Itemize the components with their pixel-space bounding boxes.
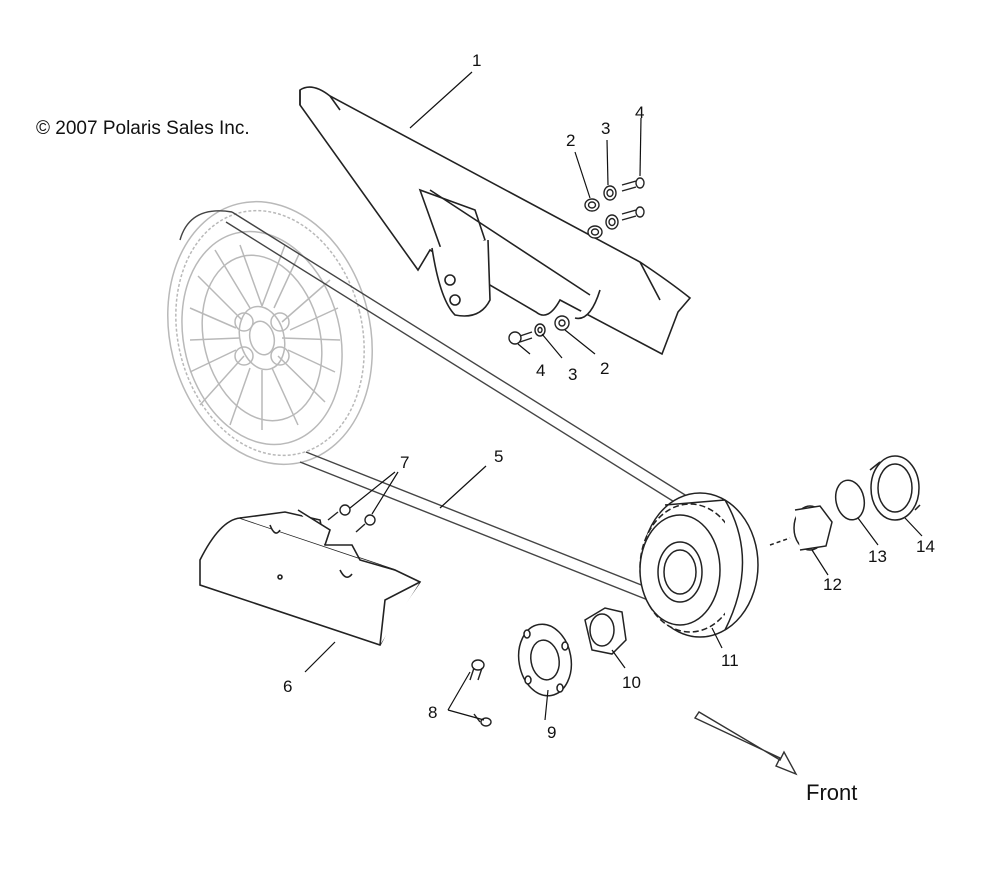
- seals-and-spacer: [769, 455, 921, 551]
- callout-4: 4: [635, 103, 644, 122]
- callout-numbers: 1 2 3 4 4 3 2 5 6 7 8 9 10 11 12 13 14: [283, 51, 935, 742]
- lower-fasteners: [508, 315, 570, 345]
- callout-leaders: [304, 71, 923, 721]
- callout-2-lower: 2: [600, 359, 609, 378]
- rear-wheel-pulley: [167, 200, 373, 466]
- callout-13: 13: [868, 547, 887, 566]
- callout-3-lower: 3: [568, 365, 577, 384]
- callout-1: 1: [472, 51, 481, 70]
- callout-4-lower: 4: [536, 361, 545, 380]
- upper-fasteners: [584, 177, 645, 239]
- retainer-plate-and-nut: [517, 607, 627, 697]
- belt-guard: [299, 86, 692, 356]
- callout-10: 10: [622, 673, 641, 692]
- callout-2: 2: [566, 131, 575, 150]
- lower-belt-guard: [199, 509, 422, 646]
- callout-3: 3: [601, 119, 610, 138]
- callout-14: 14: [916, 537, 935, 556]
- callout-11: 11: [721, 651, 739, 670]
- callout-9: 9: [547, 723, 556, 742]
- front-sprocket: [639, 492, 759, 638]
- callout-8: 8: [428, 703, 437, 722]
- front-direction-label: Front: [806, 780, 858, 805]
- callout-7: 7: [400, 453, 409, 472]
- front-arrow: [693, 711, 798, 776]
- guard-bolts: [327, 504, 492, 727]
- callout-12: 12: [823, 575, 842, 594]
- copyright-notice: © 2007 Polaris Sales Inc.: [36, 118, 250, 139]
- callout-6: 6: [283, 677, 292, 696]
- callout-5: 5: [494, 447, 503, 466]
